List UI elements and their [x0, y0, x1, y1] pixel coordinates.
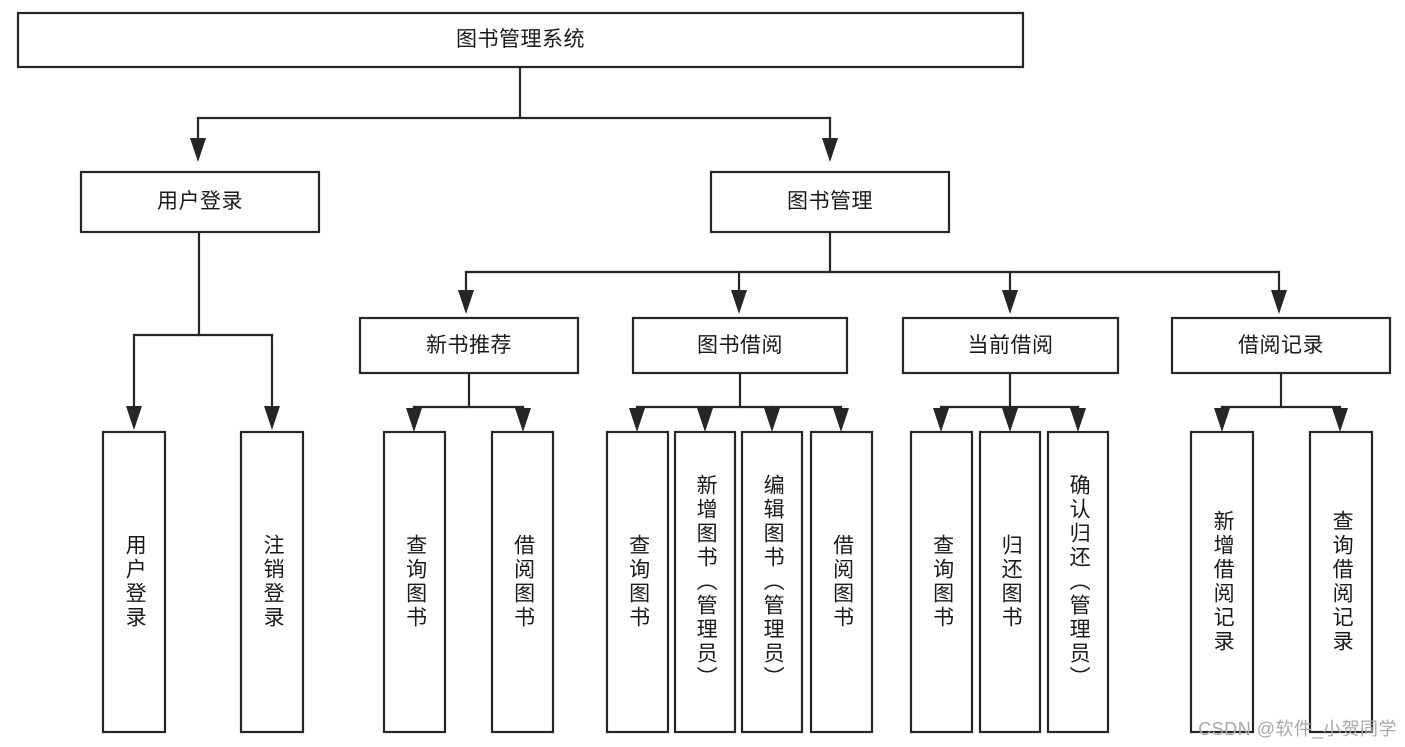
node-box-leaf-3[interactable]	[490, 430, 555, 734]
connector-group-user-login	[126, 230, 280, 430]
arrow-head-current-3	[1070, 408, 1086, 432]
arrow-head-current-2	[1002, 408, 1018, 432]
arrow-head-bookmgmt-2	[731, 290, 747, 314]
node-box-user-login[interactable]	[79, 170, 321, 234]
connector-group-new-book	[406, 371, 531, 432]
node-box-root[interactable]	[16, 11, 1025, 69]
watermark-text: CSDN @软件_小贺同学	[1198, 719, 1397, 739]
node-box-leaf-10[interactable]	[1046, 430, 1110, 734]
arrow-head-bookmgmt-3	[1002, 290, 1018, 314]
node-box-leaf-4[interactable]	[605, 430, 670, 734]
arrow-head-borrow-3	[764, 408, 780, 432]
node-box-book-management[interactable]	[709, 170, 951, 234]
connector-group-records	[1214, 371, 1348, 432]
arrow-head-newbook-1	[406, 408, 422, 432]
node-box-leaf-5[interactable]	[673, 430, 737, 734]
node-box-book-borrow[interactable]	[631, 316, 849, 375]
arrow-head-records-2	[1332, 408, 1348, 432]
node-box-leaf-6[interactable]	[740, 430, 804, 734]
node-box-leaf-0[interactable]	[101, 430, 167, 734]
node-box-new-book-recommend[interactable]	[358, 316, 580, 375]
node-box-leaf-9[interactable]	[978, 430, 1042, 734]
arrow-head-current-1	[933, 408, 949, 432]
arrow-head-bookmgmt-1	[458, 290, 474, 314]
arrow-head-root-to-user	[190, 138, 206, 162]
arrow-head-root-to-bookmgmt	[822, 138, 838, 162]
arrow-head-user-leaf-1	[126, 406, 142, 430]
node-box-leaf-7[interactable]	[809, 430, 874, 734]
connector-group-borrow	[629, 371, 849, 432]
connector-group-book-mgmt	[458, 230, 1287, 314]
arrow-head-user-leaf-2	[264, 406, 280, 430]
node-box-leaf-2[interactable]	[382, 430, 447, 734]
arrow-head-borrow-1	[629, 408, 645, 432]
node-box-borrow-records[interactable]	[1170, 316, 1392, 375]
arrow-head-borrow-2	[697, 408, 713, 432]
arrow-head-newbook-2	[515, 408, 531, 432]
node-box-current-borrow[interactable]	[901, 316, 1120, 375]
node-box-leaf-1[interactable]	[239, 430, 305, 734]
connector-group-root	[190, 65, 838, 162]
connector-group-current-borrow	[933, 371, 1086, 432]
node-box-leaf-12[interactable]	[1308, 430, 1374, 734]
arrow-head-borrow-4	[833, 408, 849, 432]
node-box-leaf-8[interactable]	[909, 430, 974, 734]
node-box-leaf-11[interactable]	[1189, 430, 1255, 734]
arrow-head-records-1	[1214, 408, 1230, 432]
arrow-head-bookmgmt-4	[1271, 290, 1287, 314]
